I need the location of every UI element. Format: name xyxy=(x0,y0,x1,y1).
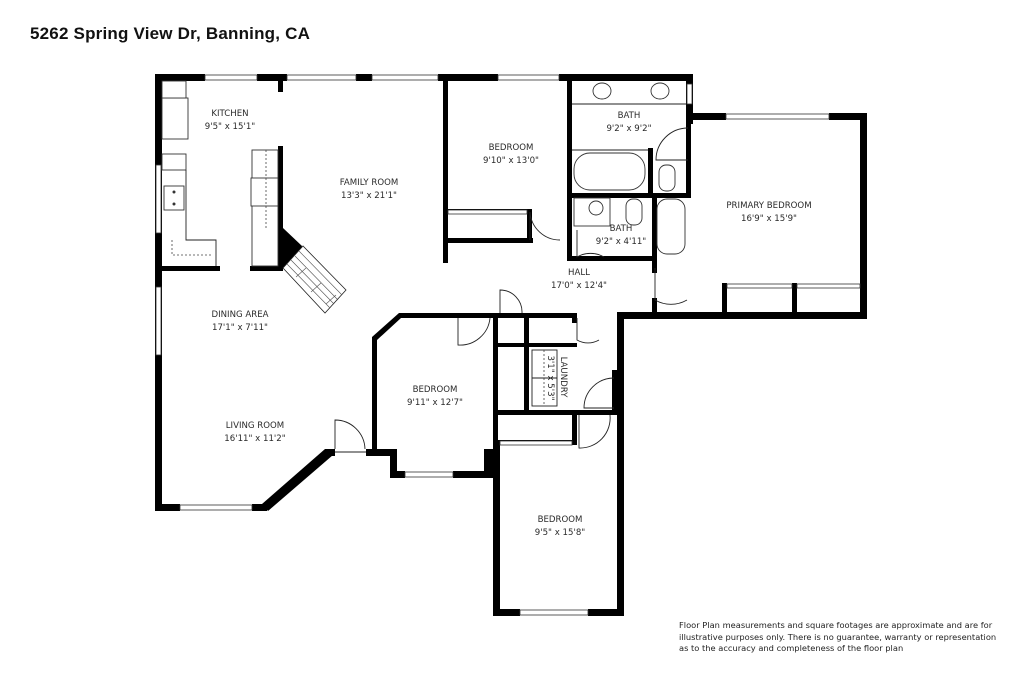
laundry-dims: 3'1" x 5'3" xyxy=(545,355,555,400)
bedroom-1-dims: 9'10" x 13'0" xyxy=(483,156,539,166)
dining-area-name: DINING AREA xyxy=(211,310,268,320)
bath-fixtures xyxy=(572,82,686,255)
hall-name: HALL xyxy=(568,268,590,278)
room-labels: KITCHEN 9'5" x 15'1" FAMILY ROOM 13'3" x… xyxy=(205,109,812,538)
doors xyxy=(334,127,689,453)
windows xyxy=(155,74,861,616)
bath-2-name: BATH xyxy=(610,224,633,234)
kitchen-dims: 9'5" x 15'1" xyxy=(205,122,256,132)
disclaimer-line-2: illustrative purposes only. There is no … xyxy=(679,631,997,642)
primary-bedroom-dims: 16'9" x 15'9" xyxy=(741,214,797,224)
primary-bedroom-name: PRIMARY BEDROOM xyxy=(726,201,811,211)
disclaimer-line-3: as to the accuracy and completeness of t… xyxy=(679,643,904,654)
living-room-name: LIVING ROOM xyxy=(226,421,284,431)
dining-area-dims: 17'1" x 7'11" xyxy=(212,323,268,333)
bedroom-3-name: BEDROOM xyxy=(538,515,583,525)
bedroom-2-dims: 9'11" x 12'7" xyxy=(407,398,463,408)
disclaimer-line-1: Floor Plan measurements and square foota… xyxy=(679,620,993,630)
bedroom-3-dims: 9'5" x 15'8" xyxy=(535,528,586,538)
laundry-fixtures xyxy=(531,349,558,407)
family-room-name: FAMILY ROOM xyxy=(340,178,399,188)
bedroom-2-name: BEDROOM xyxy=(413,385,458,395)
living-room-dims: 16'11" x 11'2" xyxy=(224,434,286,444)
family-room-dims: 13'3" x 21'1" xyxy=(341,191,397,201)
disclaimer-text: Floor Plan measurements and square foota… xyxy=(679,620,1024,655)
bath-1-dims: 9'2" x 9'2" xyxy=(606,124,651,134)
kitchen-fixtures xyxy=(161,80,279,267)
bedroom-1-name: BEDROOM xyxy=(489,143,534,153)
stair-hatch xyxy=(282,245,347,314)
bath-1-name: BATH xyxy=(618,111,641,121)
property-address-title: 5262 Spring View Dr, Banning, CA xyxy=(30,24,311,43)
bath-2-dims: 9'2" x 4'11" xyxy=(596,237,647,247)
laundry-name: LAUNDRY xyxy=(558,357,568,399)
hall-dims: 17'0" x 12'4" xyxy=(551,281,607,291)
kitchen-name: KITCHEN xyxy=(211,109,248,119)
